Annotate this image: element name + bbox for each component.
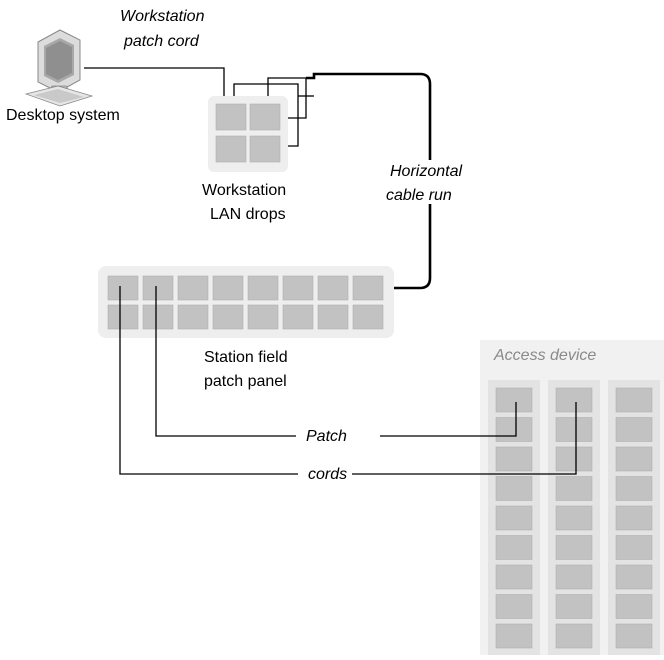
patch-port xyxy=(352,275,384,301)
patch-port xyxy=(212,304,244,330)
patch-port xyxy=(555,535,593,560)
station-field-patch-panel xyxy=(98,266,394,338)
patch-port xyxy=(107,304,139,330)
patch-port xyxy=(555,594,593,619)
patch-port xyxy=(247,304,279,330)
patch-cord-2 xyxy=(119,286,577,475)
patch-port xyxy=(177,304,209,330)
station-field-patch-panel-label-line1: Station field xyxy=(204,349,288,366)
patch-port xyxy=(615,417,653,442)
workstation-lan-drops-label-line2: LAN drops xyxy=(210,206,286,223)
patch-port xyxy=(555,417,593,442)
desktop-computer-icon xyxy=(24,29,94,107)
patch-port xyxy=(142,304,174,330)
lan-drop-port xyxy=(215,103,247,131)
patch-port xyxy=(352,304,384,330)
patch-label: Patch xyxy=(306,428,347,445)
patch-port xyxy=(555,505,593,531)
desktop-system-label: Desktop system xyxy=(6,107,120,124)
workstation-lan-drops xyxy=(208,96,288,172)
patch-port xyxy=(615,623,653,649)
patch-port xyxy=(495,564,533,590)
patch-port xyxy=(615,535,653,560)
access-device-label: Access device xyxy=(493,347,596,364)
patch-port xyxy=(555,387,593,413)
horizontal-cable-run-label-line1: Horizontal xyxy=(390,163,462,180)
patch-port xyxy=(107,275,139,301)
station-field-patch-panel-label-line2: patch panel xyxy=(204,373,287,390)
patch-port xyxy=(495,623,533,649)
workstation-patch-cord-label-line2: patch cord xyxy=(123,33,200,50)
patch-port xyxy=(555,623,593,649)
lan-drop-port xyxy=(215,135,247,163)
patch-port xyxy=(495,417,533,442)
patch-port xyxy=(615,594,653,619)
patch-port xyxy=(282,304,314,330)
patch-port xyxy=(495,476,533,501)
patch-cord-1 xyxy=(155,286,517,437)
patch-port xyxy=(247,275,279,301)
lan-drop-port xyxy=(249,135,281,163)
patch-port xyxy=(555,564,593,590)
workstation-patch-cord-label-line1: Workstation xyxy=(120,8,205,25)
patch-port xyxy=(495,387,533,413)
patch-port xyxy=(495,594,533,619)
drop-cable-bundle xyxy=(233,72,432,290)
patch-port xyxy=(495,505,533,531)
patch-port xyxy=(212,275,244,301)
cords-label: cords xyxy=(308,466,347,483)
patch-port xyxy=(555,476,593,501)
patch-port xyxy=(615,387,653,413)
patch-port xyxy=(282,275,314,301)
workstation-lan-drops-label-line1: Workstation xyxy=(202,182,286,199)
patch-port xyxy=(142,275,174,301)
lan-drop-port xyxy=(249,103,281,131)
patch-port xyxy=(615,476,653,501)
patch-port xyxy=(317,275,349,301)
patch-port xyxy=(615,564,653,590)
patch-port xyxy=(177,275,209,301)
patch-port xyxy=(555,446,593,472)
patch-port xyxy=(615,446,653,472)
access-device xyxy=(480,340,664,655)
patch-port xyxy=(615,505,653,531)
patch-port xyxy=(495,535,533,560)
patch-port xyxy=(317,304,349,330)
horizontal-cable-run-label-line2: cable run xyxy=(386,187,452,204)
patch-port xyxy=(495,446,533,472)
